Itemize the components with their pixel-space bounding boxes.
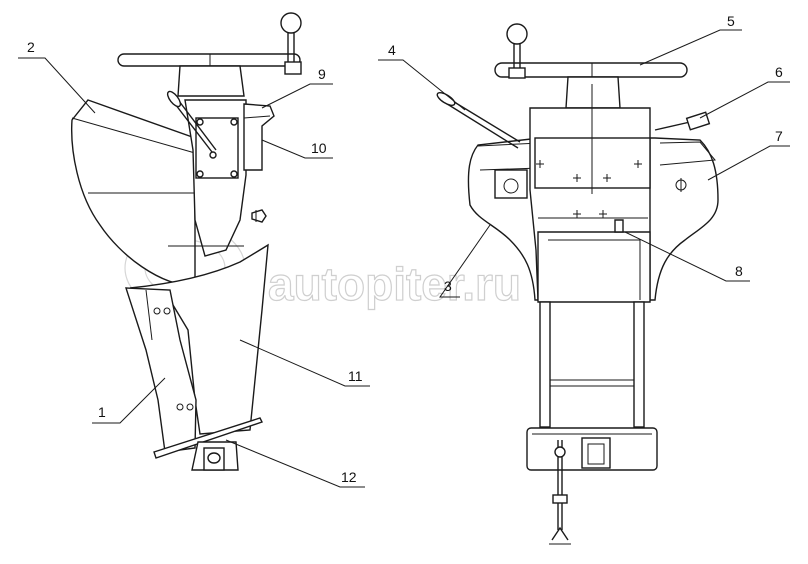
label-5: 5 (727, 13, 735, 29)
watermark-text: autopiter.ru (268, 258, 521, 310)
label-11: 11 (348, 368, 363, 384)
leaders (18, 29, 790, 488)
label-1: 1 (98, 404, 106, 420)
side-view (71, 12, 302, 471)
front-view (436, 23, 719, 545)
label-9: 9 (318, 66, 326, 82)
label-7: 7 (775, 128, 783, 144)
label-2: 2 (27, 39, 35, 55)
label-3: 3 (444, 278, 452, 294)
label-6: 6 (775, 64, 783, 80)
label-12: 12 (341, 469, 357, 485)
label-4: 4 (388, 42, 396, 58)
label-10: 10 (311, 140, 327, 156)
label-8: 8 (735, 263, 743, 279)
watermark: autopiter.ru (124, 223, 522, 313)
